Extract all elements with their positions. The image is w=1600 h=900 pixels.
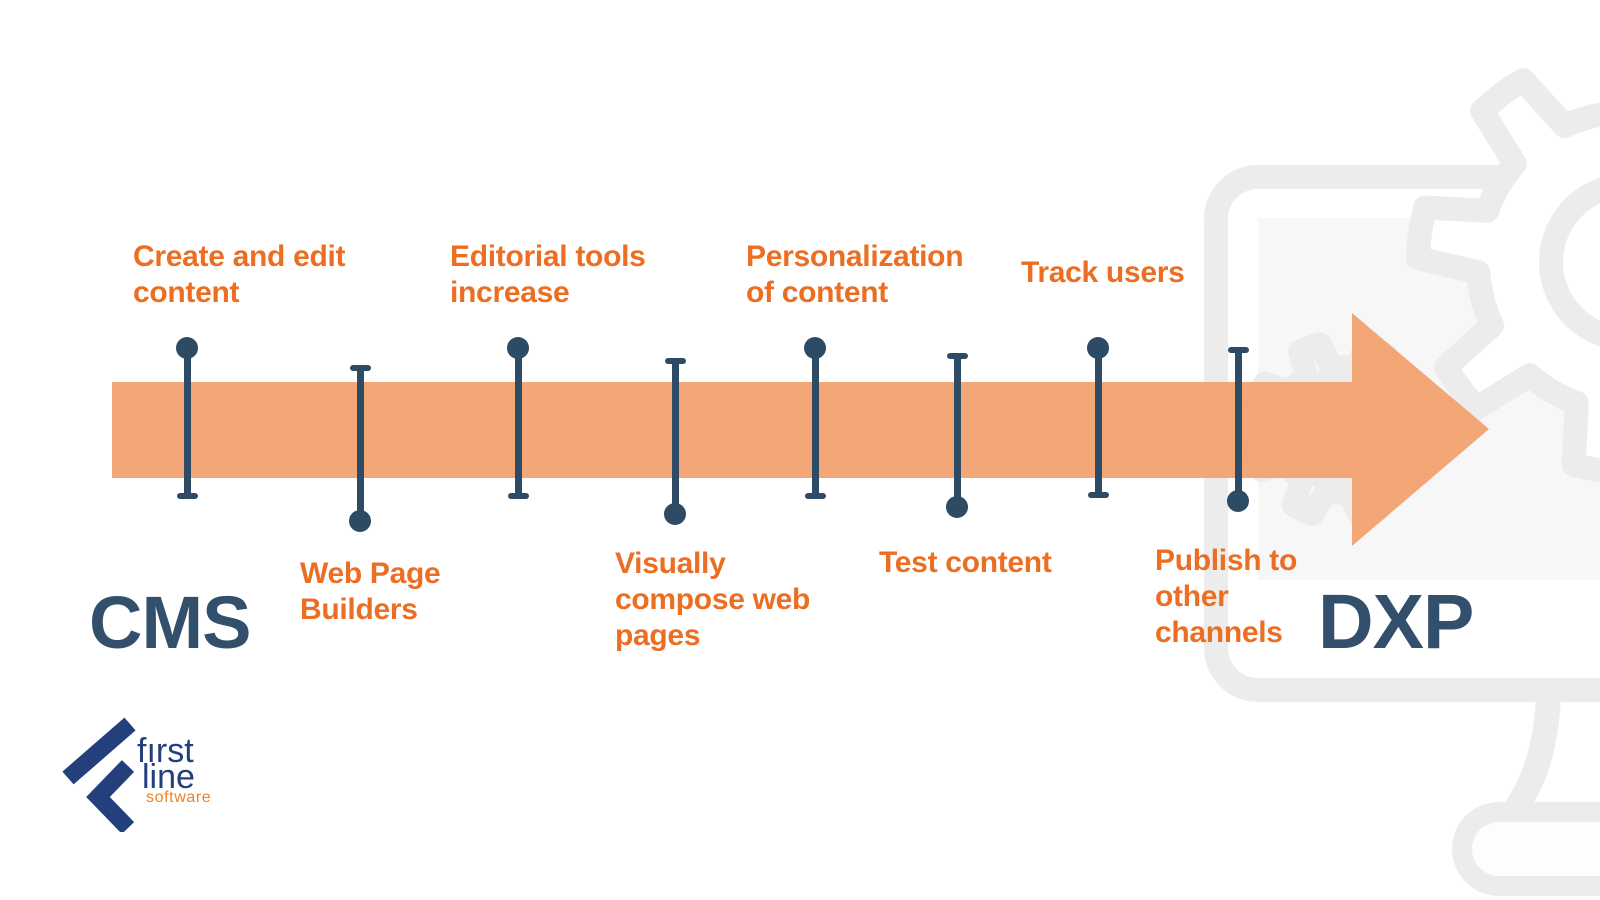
milestone-crossbar — [664, 358, 686, 364]
milestone-label-line: Test content — [879, 546, 1052, 579]
milestone-crossbar — [507, 493, 529, 499]
milestone-label-line: Track users — [1021, 256, 1185, 289]
milestone-crossbar — [804, 493, 826, 499]
milestone-dot — [664, 503, 686, 525]
milestone-crossbar — [349, 365, 371, 371]
milestone-dot — [349, 510, 371, 532]
milestone-dot — [804, 337, 826, 359]
logo-text-line: line — [142, 758, 195, 796]
arrow-shape — [112, 313, 1489, 546]
milestone-stem — [1094, 348, 1102, 495]
milestone-label-line: increase — [450, 276, 570, 309]
milestone-crossbar — [176, 493, 198, 499]
milestone-label-line: Visually — [615, 547, 726, 580]
milestone-label-line: Personalization — [746, 240, 964, 273]
milestone-stem — [183, 348, 191, 496]
milestone-label-line: Web Page — [300, 557, 441, 590]
milestone-label-line: Editorial tools — [450, 240, 646, 273]
logo-text-software: software — [146, 789, 212, 806]
milestone-label-line: of content — [746, 276, 888, 309]
milestone-stem — [811, 348, 819, 496]
milestone-label-line: content — [133, 276, 240, 309]
milestone-dot — [1087, 337, 1109, 359]
milestone-label-line: Publish to — [1155, 544, 1297, 577]
milestone-stem — [1234, 350, 1242, 501]
milestone-dot — [946, 496, 968, 518]
milestone-label-line: pages — [615, 619, 701, 652]
milestone-label-line: channels — [1155, 616, 1283, 649]
milestone-label-line: Create and edit — [133, 240, 346, 273]
milestone-dot — [507, 337, 529, 359]
milestone-label-line: other — [1155, 580, 1229, 613]
milestone-stem — [953, 356, 961, 507]
milestone-stem — [356, 368, 364, 521]
milestone-label: Track users — [1021, 255, 1185, 291]
firstline-logo-icon — [62, 717, 136, 832]
milestone-dot — [1227, 490, 1249, 512]
milestone-crossbar — [1227, 347, 1249, 353]
milestone-stem — [671, 361, 679, 514]
logo-text-first: fırst — [137, 732, 194, 770]
milestone-crossbar — [1087, 492, 1109, 498]
milestone-label-line: compose web — [615, 583, 811, 616]
dxp-endpoint-label: DXP — [1318, 579, 1474, 665]
watermark-stand-base — [1452, 802, 1600, 896]
big-gear-icon — [1406, 40, 1600, 484]
milestone-dot — [176, 337, 198, 359]
cms-endpoint-label: CMS — [89, 581, 251, 664]
milestone-stem — [514, 348, 522, 496]
milestone-crossbar — [946, 353, 968, 359]
milestone-label: Test content — [879, 545, 1052, 581]
milestone-label-line: Builders — [300, 593, 418, 626]
